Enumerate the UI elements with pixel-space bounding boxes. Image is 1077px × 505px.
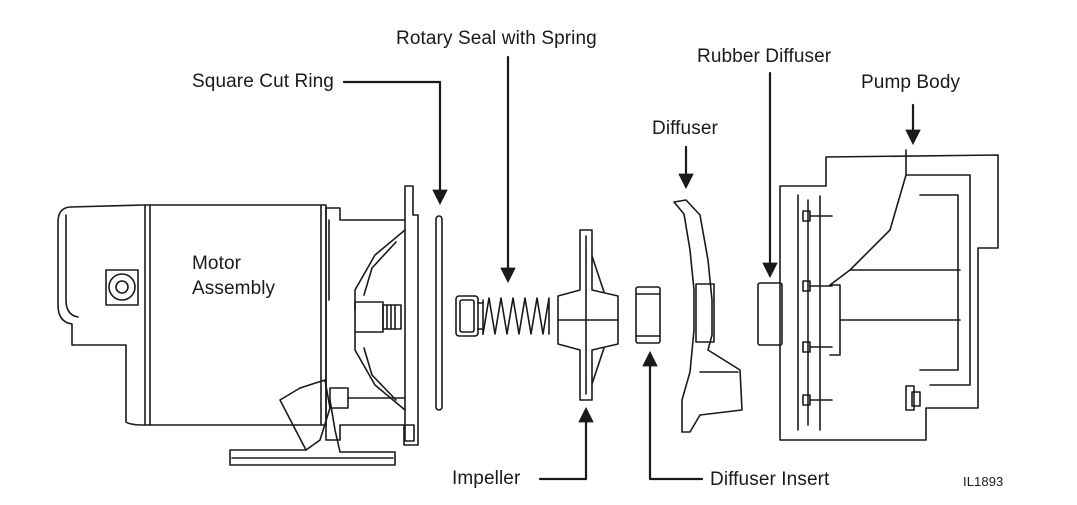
square-cut-ring-part xyxy=(435,215,443,411)
diffuser-part xyxy=(673,199,743,433)
label-rotary-seal: Rotary Seal with Spring xyxy=(396,28,597,49)
motor-assembly-part xyxy=(57,185,419,466)
diffuser-insert-part xyxy=(635,286,661,344)
rotary-seal-part xyxy=(455,295,550,337)
label-pump-body: Pump Body xyxy=(861,72,961,93)
label-diffuser: Diffuser xyxy=(652,118,718,139)
label-diffuser-insert: Diffuser Insert xyxy=(710,469,830,490)
arrow-impeller xyxy=(538,406,594,481)
arrow-diffuser-insert xyxy=(642,350,704,481)
pump-body-part xyxy=(779,149,999,441)
label-square-cut-ring: Square Cut Ring xyxy=(192,71,334,92)
pump-body-bolts xyxy=(802,210,833,406)
label-rubber-diffuser: Rubber Diffuser xyxy=(697,46,832,67)
rubber-diffuser-part xyxy=(757,282,783,346)
label-impeller: Impeller xyxy=(452,468,521,489)
leader-arrows xyxy=(342,55,921,481)
label-motor-assembly: Motor Assembly xyxy=(192,253,276,299)
arrow-square-cut-ring xyxy=(342,80,448,206)
figure-id: IL1893 xyxy=(963,474,1004,489)
impeller-part xyxy=(557,229,619,401)
